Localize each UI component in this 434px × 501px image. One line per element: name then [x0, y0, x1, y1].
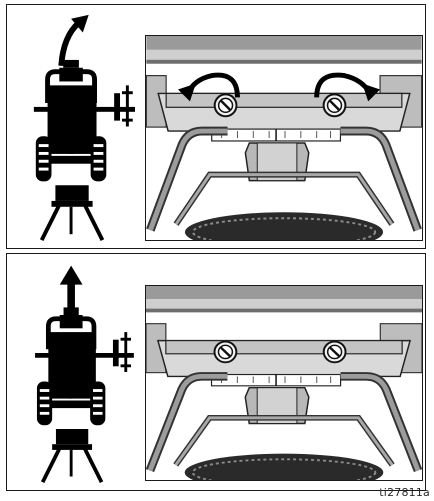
adjustment-detail — [145, 35, 423, 241]
step-panel-rotate — [6, 4, 426, 249]
curved-arrow-icon — [61, 15, 88, 66]
sprayer-rear-view — [13, 258, 135, 486]
step-panel-straight — [6, 253, 426, 491]
sprayer-rear-view — [13, 9, 135, 244]
adjustment-detail — [145, 285, 423, 481]
straight-up-arrow-icon — [60, 266, 83, 310]
figure-id-label: ti27811a — [379, 486, 430, 499]
